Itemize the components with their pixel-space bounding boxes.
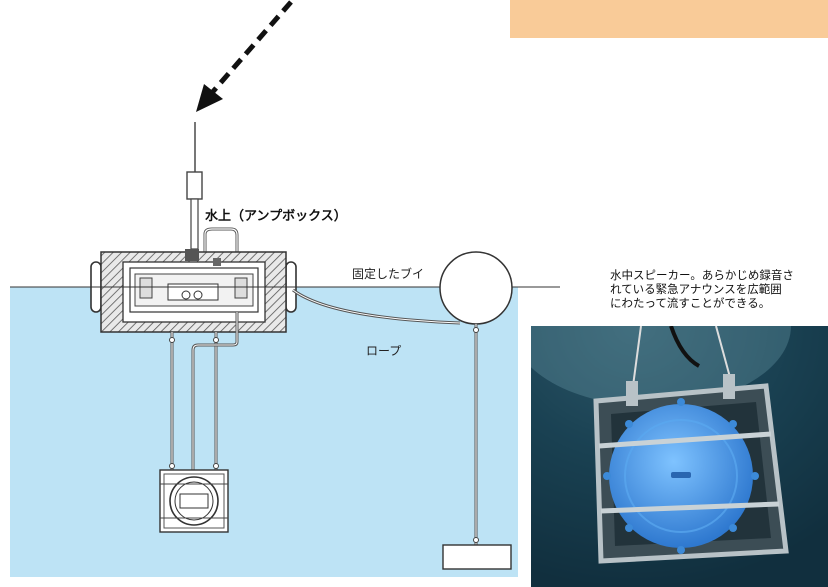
water (10, 287, 518, 577)
surface-label: 水上（アンプボックス） (205, 205, 347, 224)
rope-label: ロープ (366, 344, 402, 358)
amp-box (90, 249, 297, 333)
surface-title: 水上 (205, 209, 232, 224)
speaker-cables (169, 312, 239, 470)
mooring-line (473, 324, 479, 545)
signal-arrow (196, 0, 293, 112)
caption-line-2: れている緊急アナウンスを広範囲 (610, 282, 782, 296)
antenna (186, 122, 203, 250)
underwater-speaker (159, 469, 229, 533)
photo-caption: 水中スピーカー。あらかじめ録音さ れている緊急アナウンスを広範囲 にわたって流す… (610, 268, 828, 310)
fixed-buoy (439, 251, 513, 325)
caption-line-3: にわたって流すことができる。 (610, 296, 771, 310)
header-banner (510, 0, 828, 38)
caption-line-1: 水中スピーカー。あらかじめ録音さ (610, 268, 794, 282)
anchor-weight (442, 544, 512, 570)
speaker-photo (531, 326, 828, 587)
surface-subtitle: （アンプボックス） (231, 209, 347, 224)
fixed-buoy-label: 固定したブイ (352, 267, 425, 281)
rope (292, 288, 461, 325)
